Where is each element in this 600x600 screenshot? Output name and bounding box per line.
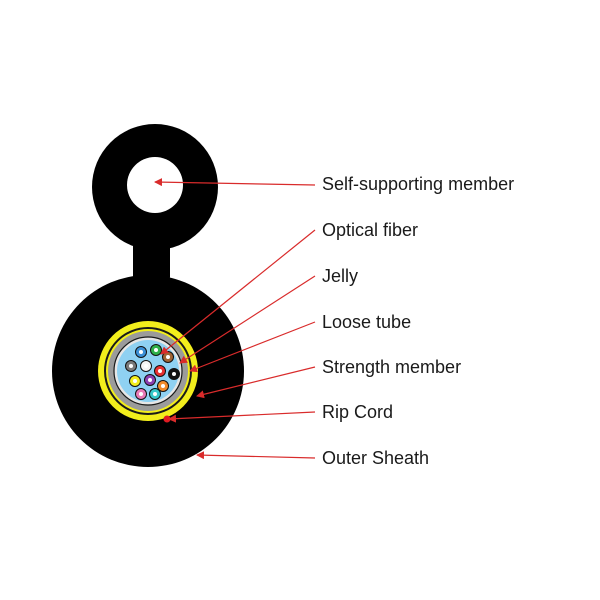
label-optical-fiber: Optical fiber: [322, 220, 419, 240]
leader-self-supporting-member: [154, 178, 316, 187]
optical-fiber-core-8: [133, 379, 137, 383]
optical-fiber-core-1: [139, 350, 143, 354]
optical-fiber-core-6: [158, 369, 162, 373]
main-cable: [52, 275, 244, 467]
optical-fiber-core-12: [153, 392, 157, 396]
leader-rip-cord: [168, 411, 316, 423]
label-rip-cord: Rip Cord: [322, 402, 394, 422]
optical-fiber-core-5: [144, 364, 148, 368]
leader-strength-member: [196, 366, 316, 399]
leader-lines: [154, 178, 316, 460]
optical-fiber-core-9: [148, 378, 152, 382]
optical-fiber-core-3: [166, 355, 170, 359]
label-jelly: Jelly: [322, 266, 359, 286]
optical-fiber-core-10: [161, 384, 165, 388]
messenger-wire: [127, 157, 183, 213]
optical-fiber-core-7: [172, 372, 176, 376]
self-supporting-member: [92, 124, 218, 250]
leader-optical-fiber: [160, 229, 316, 355]
leader-outer-sheath: [196, 451, 316, 460]
label-outer-sheath: Outer Sheath: [322, 448, 430, 468]
label-loose-tube: Loose tube: [322, 312, 412, 332]
leader-loose-tube: [189, 321, 316, 373]
optical-fiber-core-2: [154, 348, 158, 352]
label-strength-member: Strength member: [322, 357, 462, 377]
optical-fibers: [125, 344, 180, 400]
optical-fiber-core-4: [129, 364, 133, 368]
messenger-web: [133, 240, 170, 282]
leader-jelly: [179, 275, 316, 364]
optical-fiber-core-11: [139, 392, 143, 396]
label-self-supporting-member: Self-supporting member: [322, 174, 515, 194]
